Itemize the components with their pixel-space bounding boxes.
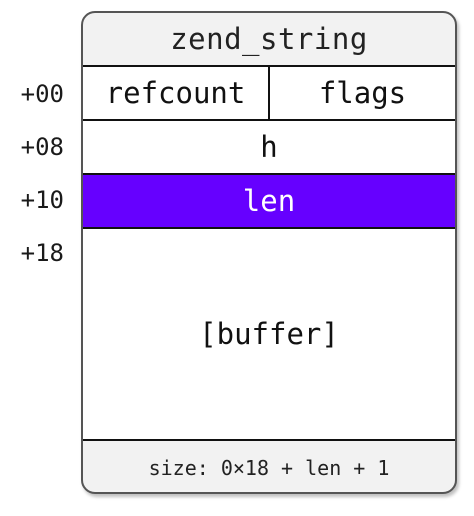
struct-row-10: len bbox=[83, 173, 455, 227]
struct-row-18: [buffer] bbox=[83, 227, 455, 441]
size-note: size: 0×18 + len + 1 bbox=[148, 455, 390, 480]
struct-title: zend_string bbox=[170, 22, 368, 56]
field-refcount: refcount bbox=[105, 76, 246, 110]
struct-row-00: refcount flags bbox=[83, 65, 455, 119]
zend-string-struct: zend_string refcount flags h len [buffer… bbox=[81, 11, 457, 494]
field-buffer: [buffer] bbox=[199, 317, 339, 351]
offset-label-00: +00 bbox=[20, 80, 64, 108]
field-len: len bbox=[242, 184, 296, 218]
field-flags: flags bbox=[268, 67, 455, 119]
field-h: h bbox=[260, 130, 278, 164]
offset-label-10: +10 bbox=[20, 186, 64, 214]
offset-label-18: +18 bbox=[20, 239, 64, 267]
offset-labels: +00 +08 +10 +18 bbox=[0, 0, 74, 516]
offset-label-08: +08 bbox=[20, 133, 64, 161]
struct-row-08: h bbox=[83, 119, 455, 173]
